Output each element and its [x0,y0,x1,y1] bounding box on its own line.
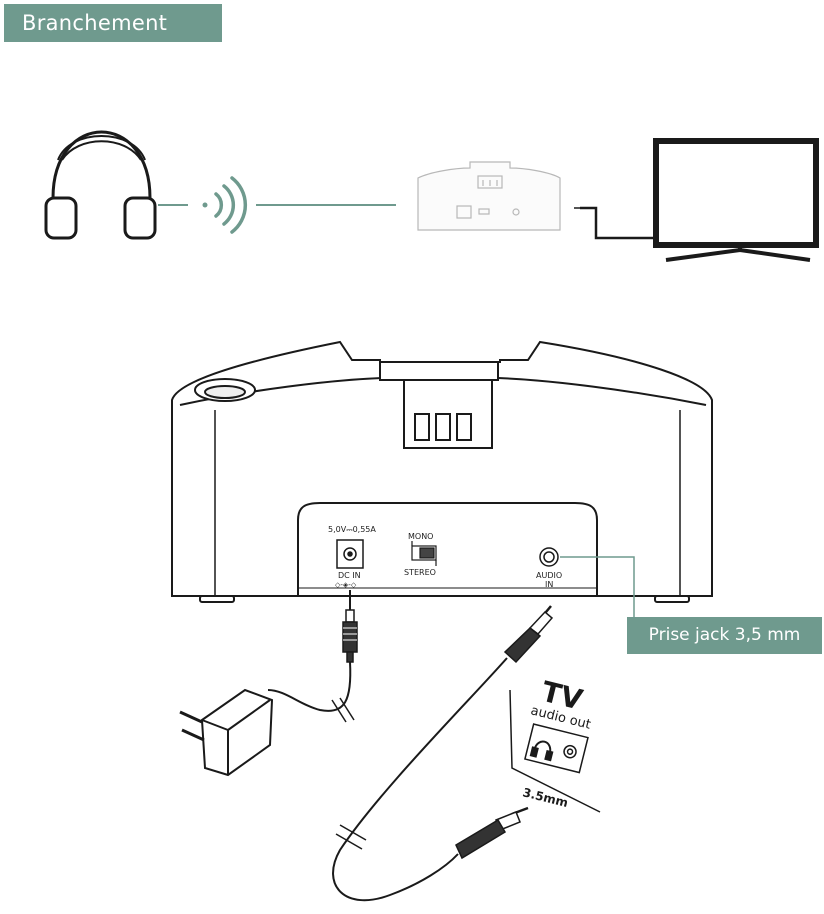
dc-in-port [336,539,364,569]
audio-in-label-line2: IN [545,580,553,589]
jack-size-label: 3.5mm [521,785,569,810]
tv-cable-top [574,206,654,240]
mono-stereo-switch [411,541,437,566]
dock-base-body [171,340,713,603]
power-cable [267,661,352,712]
dc-in-label: DC IN [338,571,361,580]
dc-plug [342,590,358,663]
audio-plug-bottom [455,806,529,860]
headphone-jack-icon [529,740,554,762]
headphones-icon [44,130,157,240]
jack-callout-label: Prise jack 3,5 mm [627,617,822,654]
power-adapter-icon [179,688,274,777]
small-dock-image [417,161,561,231]
audio-plug-top [503,605,554,664]
tv-icon [653,138,819,262]
audio-cable [332,657,508,902]
audio-in-jack [539,547,559,567]
callout-leader-line [560,556,635,617]
tv-audio-panel [509,689,601,813]
wireless-signal-icon [202,176,248,234]
power-rating-label: 5,0V⎓0,55A [328,525,376,534]
section-title: Branchement [4,4,222,42]
switch-mono-label: MONO [408,532,433,541]
audio-in-label-line1: AUDIO [536,571,562,580]
switch-stereo-label: STEREO [404,568,436,577]
dc-polarity-symbol: ◇-◈-◇ [335,581,357,589]
audio-cable-break [335,824,367,850]
power-cable-break [331,697,355,723]
